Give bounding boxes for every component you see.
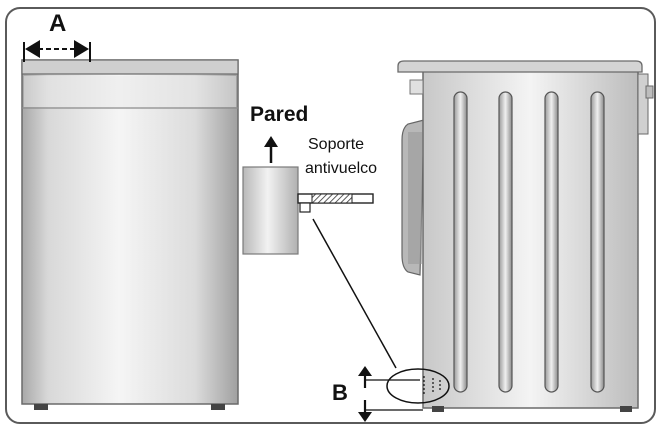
dimension-b-label: B: [332, 380, 348, 405]
dimension-b-arrow: [358, 366, 423, 422]
wall-direction-arrow: [264, 136, 278, 163]
bracket-label-line1: Soporte: [308, 136, 365, 153]
wall-label: Pared: [250, 103, 309, 126]
anti-tip-bracket: [297, 193, 374, 213]
washer-side-view: [397, 60, 654, 412]
bracket-label-line2: antivuelco: [305, 160, 378, 177]
foot-detail-callout: [386, 368, 450, 404]
washer-front-view: [21, 59, 239, 410]
bracket-leader-line: [312, 218, 397, 369]
dimension-a-label: A: [49, 10, 67, 37]
wall-section: [242, 166, 299, 255]
dimension-a-arrow: [23, 40, 91, 62]
